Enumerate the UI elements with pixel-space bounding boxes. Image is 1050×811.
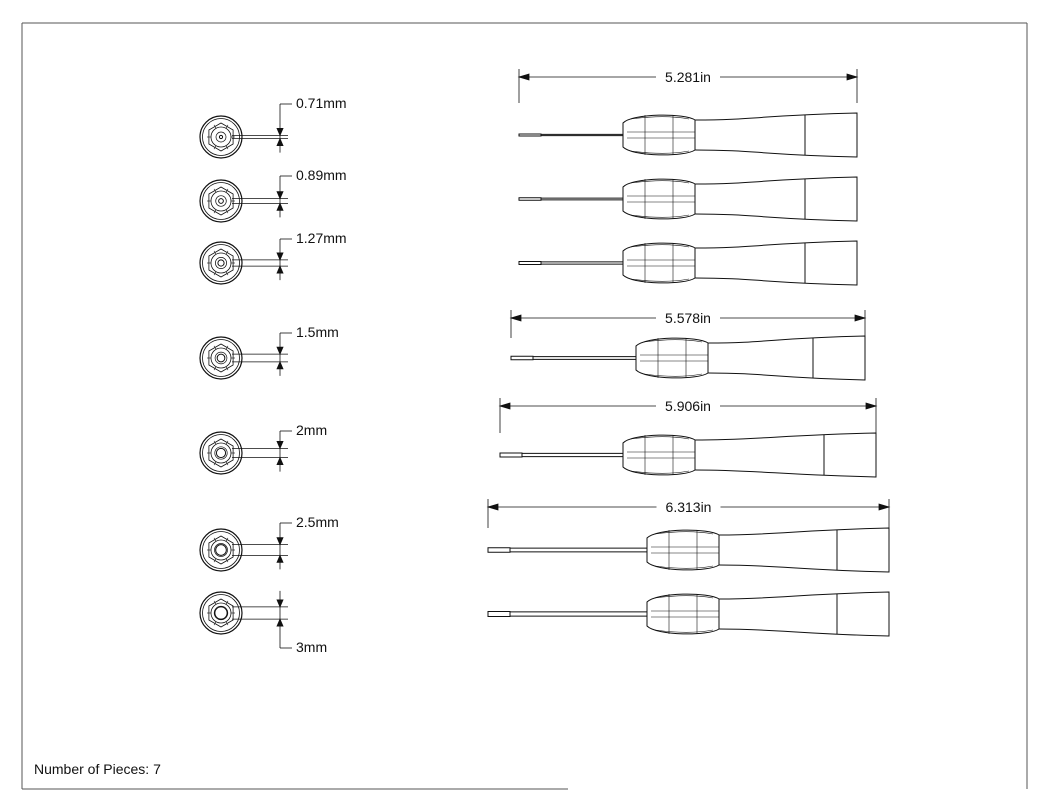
end-views: 0.71mm 0.89mm 1.27mm 1.5mm 2mm 2.5mm 3mm xyxy=(199,95,347,655)
tip-size-label: 0.89mm xyxy=(296,167,347,183)
end-view-1 xyxy=(199,115,243,159)
length-label: 5.281in xyxy=(665,69,711,85)
sheet-frame xyxy=(21,22,1028,790)
screwdriver-3 xyxy=(518,240,858,286)
end-view-5 xyxy=(199,431,243,475)
tip-size-label: 1.27mm xyxy=(296,230,347,246)
tip-dimension-3 xyxy=(232,238,292,281)
screwdriver-1 xyxy=(518,112,858,158)
end-view-4 xyxy=(199,336,243,380)
tip-size-label: 3mm xyxy=(296,639,327,655)
end-view-7 xyxy=(199,591,243,635)
tip-dimension-4 xyxy=(232,332,292,376)
length-dimension-4 xyxy=(486,499,891,528)
tip-size-label: 1.5mm xyxy=(296,324,339,340)
piece-count-label: Number of Pieces: xyxy=(34,761,150,777)
length-label: 6.313in xyxy=(666,499,712,515)
screwdriver-7 xyxy=(487,591,890,637)
length-dimension-1 xyxy=(517,69,859,103)
end-view-3 xyxy=(199,241,243,285)
tip-size-label: 0.71mm xyxy=(296,95,347,111)
piece-count-value: 7 xyxy=(153,761,161,777)
length-dimension-2 xyxy=(509,310,867,338)
screwdriver-5 xyxy=(499,432,877,478)
piece-count: Number of Pieces: 7 xyxy=(34,761,161,777)
screwdriver-6 xyxy=(487,527,890,573)
tip-size-label: 2.5mm xyxy=(296,514,339,530)
tip-dimension-1 xyxy=(232,103,292,153)
end-view-6 xyxy=(199,528,243,572)
length-dimension-3 xyxy=(498,398,878,433)
screwdriver-4 xyxy=(510,335,866,381)
tip-dimension-7 xyxy=(232,590,292,649)
length-dimensions: 5.281in 5.578in 5.906in 6.313in xyxy=(486,69,891,528)
length-label: 5.578in xyxy=(665,310,711,326)
screwdriver-2 xyxy=(518,176,858,222)
side-views xyxy=(487,112,890,637)
tip-dimension-5 xyxy=(232,430,292,472)
tip-dimension-6 xyxy=(232,522,292,570)
tip-dimension-2 xyxy=(232,175,292,218)
length-label: 5.906in xyxy=(665,398,711,414)
tip-size-label: 2mm xyxy=(296,422,327,438)
end-view-2 xyxy=(199,179,243,223)
